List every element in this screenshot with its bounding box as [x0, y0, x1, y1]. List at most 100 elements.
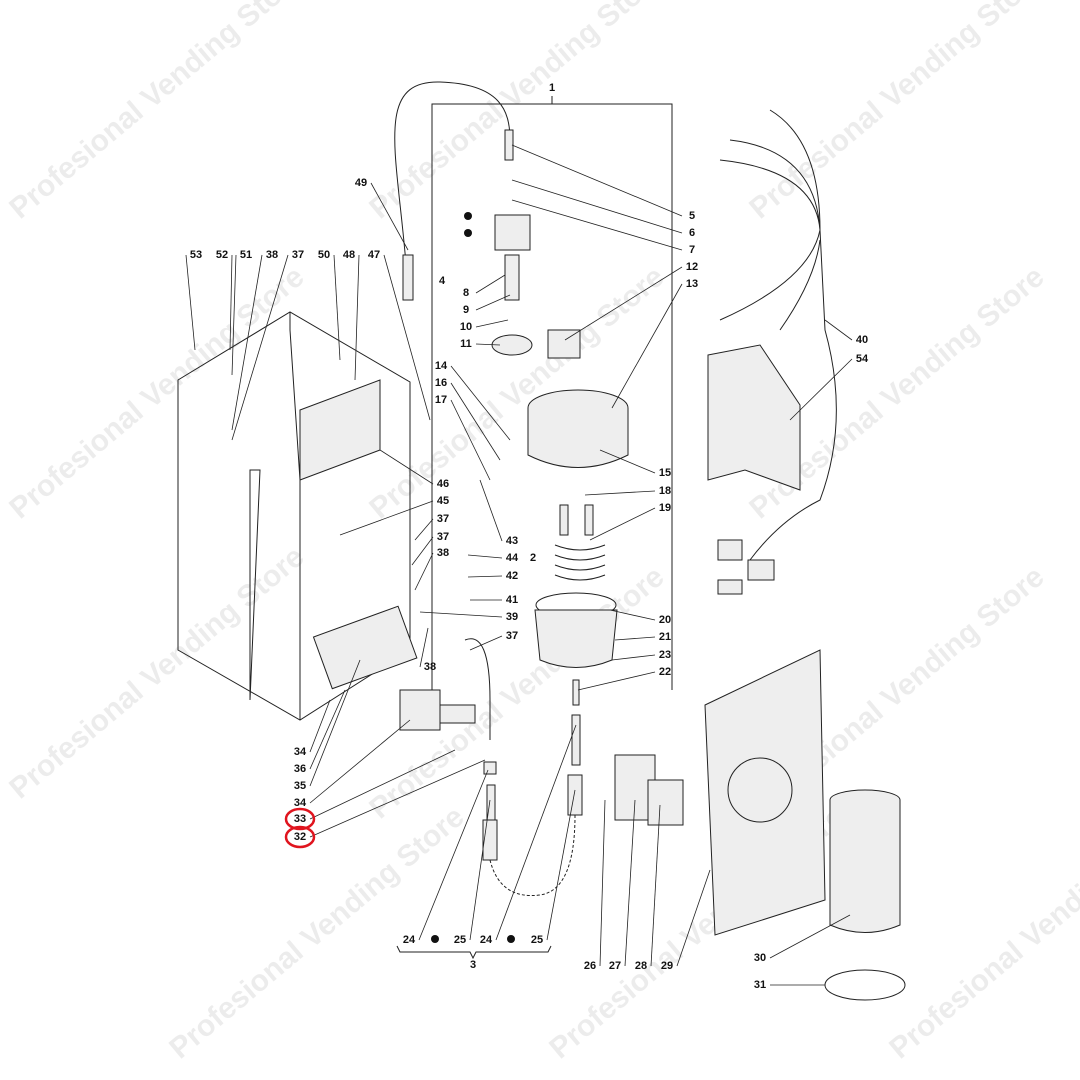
group-3-bracket [396, 945, 552, 960]
part-label-11: 11 [460, 338, 472, 350]
part-label-22: 22 [659, 666, 671, 678]
part-label-7: 7 [689, 244, 695, 256]
leader-line [467, 554, 503, 559]
part-label-13: 13 [686, 278, 698, 290]
panel-29 [704, 649, 826, 936]
leader-line [450, 365, 511, 441]
part-label-24: 24 [403, 934, 416, 946]
container-30 [824, 789, 906, 1001]
part-label-5: 5 [689, 210, 695, 222]
part-label-37: 37 [437, 513, 449, 525]
leader-line [475, 343, 501, 346]
part-label-50: 50 [318, 249, 330, 261]
leader-line [624, 799, 636, 967]
part-label-21: 21 [659, 631, 671, 643]
part-label-34: 34 [294, 797, 307, 809]
part-label-12: 12 [686, 261, 698, 273]
leader-line [414, 518, 434, 541]
part-label-54: 54 [856, 353, 869, 365]
leader-line [609, 609, 656, 621]
part-label-30: 30 [754, 952, 766, 964]
highlight-circle [284, 807, 316, 831]
part-label-3: 3 [470, 959, 476, 971]
part-label-48: 48 [343, 249, 355, 261]
leader-line [419, 611, 503, 618]
leader-line [379, 449, 434, 485]
tubes-3 [464, 638, 583, 897]
part-label-36: 36 [294, 763, 306, 775]
part-label-47: 47 [368, 249, 380, 261]
part-label-33: 33 [294, 813, 306, 825]
part-label-44: 44 [506, 552, 519, 564]
leader-line [599, 799, 606, 967]
part-label-52: 52 [216, 249, 228, 261]
leader-line [309, 689, 346, 770]
leader-line [564, 266, 683, 341]
highlight-circle [284, 825, 316, 849]
leader-line [450, 382, 501, 461]
leader-line [769, 914, 851, 959]
part-label-41: 41 [506, 594, 518, 606]
leader-line [611, 654, 656, 661]
leader-line [650, 804, 661, 967]
watermark-text: Profesional Vending Store [3, 540, 310, 805]
leader-line [309, 759, 486, 838]
leader-line [383, 254, 431, 421]
leader-line [479, 479, 503, 542]
part-label-14: 14 [435, 360, 448, 372]
leader-line [584, 490, 656, 496]
leader-line [676, 869, 711, 967]
leader-line [411, 536, 434, 566]
part-label-46: 46 [437, 478, 449, 490]
watermark-text: Profesional Vending Store [883, 800, 1080, 1065]
watermark-text: Profesional Vending Store [3, 260, 310, 525]
leader-line [824, 319, 853, 341]
part-label-32: 32 [294, 831, 306, 843]
leader-line [414, 552, 434, 591]
bullet-dot [507, 935, 515, 943]
part-label-6: 6 [689, 227, 695, 239]
part-label-38: 38 [266, 249, 278, 261]
relay-28 [647, 779, 684, 826]
assembly-1-bracket [431, 96, 673, 690]
part-label-26: 26 [584, 960, 596, 972]
terminal-block-12 [547, 329, 581, 359]
part-label-15: 15 [659, 467, 671, 479]
leader-line [354, 254, 360, 381]
boiler [527, 389, 629, 706]
leader-line [789, 358, 853, 421]
leader-line [309, 699, 331, 753]
part-label-20: 20 [659, 614, 671, 626]
leader-line [577, 671, 656, 691]
part-label-2: 2 [530, 552, 536, 564]
part-label-43: 43 [506, 535, 518, 547]
part-label-35: 35 [294, 780, 306, 792]
leader-line [475, 274, 506, 294]
part-label-16: 16 [435, 377, 447, 389]
part-label-19: 19 [659, 502, 671, 514]
part-label-25: 25 [531, 934, 543, 946]
part-label-38: 38 [424, 661, 436, 673]
leader-line [450, 399, 491, 481]
leader-line [419, 627, 429, 668]
pump [312, 605, 476, 731]
part-label-8: 8 [463, 287, 469, 299]
part-label-53: 53 [190, 249, 202, 261]
leader-line [231, 254, 237, 376]
leader-line [309, 659, 361, 787]
leader-line [511, 179, 683, 234]
part-label-45: 45 [437, 495, 449, 507]
leader-line [611, 283, 683, 409]
leader-line [231, 254, 289, 441]
leader-line [511, 199, 683, 251]
tube-49 [394, 81, 511, 291]
bullet-dot [464, 229, 472, 237]
leader-line [370, 182, 409, 251]
leader-line [185, 254, 196, 351]
part-label-37: 37 [437, 531, 449, 543]
tube-fitting [402, 254, 414, 301]
